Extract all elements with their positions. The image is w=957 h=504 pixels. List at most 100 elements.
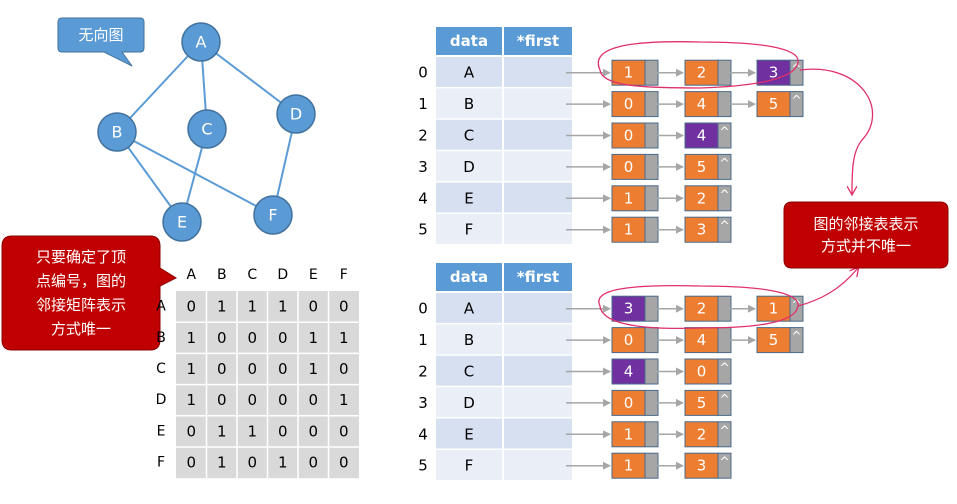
matrix-cell: 1 [247, 298, 257, 316]
arc-node-vertex [756, 295, 791, 322]
arc-node-value: 1 [624, 457, 634, 475]
graph-node-circle [181, 22, 221, 62]
arc-node-value: 1 [624, 64, 634, 82]
graph-node-circle [97, 112, 137, 152]
matrix-cell: 0 [339, 298, 349, 316]
arc-node-vertex [684, 91, 719, 118]
matrix-cell: 0 [186, 298, 196, 316]
annotation-arrow-top [799, 68, 874, 194]
vertex-data-label: F [465, 457, 474, 475]
vertex-first-cell [504, 387, 572, 418]
vertex-data-cell [436, 418, 502, 449]
arc-node-vertex [684, 122, 719, 149]
vertex-data-cell [436, 214, 502, 244]
graph-node-label: E [177, 213, 187, 232]
vertex-index: 2 [418, 127, 428, 145]
arc-node-vertex [611, 327, 646, 354]
matrix-cell: 1 [308, 329, 318, 347]
list-note-line-1: 图的邻接表表示 [813, 215, 918, 233]
arc-node-next [717, 153, 732, 180]
arc-node-vertex [611, 91, 646, 118]
matrix-cell: 0 [339, 454, 349, 472]
matrix-row-label: E [157, 423, 166, 439]
matrix-cell: 0 [308, 298, 318, 316]
arc-node-value: 0 [697, 363, 707, 381]
matrix-note-line-3: 邻接矩阵表示 [36, 296, 126, 314]
vertex-data-label: B [464, 331, 474, 349]
matrix-cell: 0 [247, 391, 257, 409]
matrix-note-line-2: 点编号，图的 [36, 272, 126, 290]
arc-node-value: 3 [624, 300, 634, 318]
matrix-cell: 0 [308, 422, 318, 440]
graph-node-label: F [268, 206, 277, 225]
arc-node-value: 2 [697, 189, 707, 207]
vertex-data-cell [436, 293, 502, 323]
matrix-row-label: A [156, 299, 166, 315]
matrix-cell: 1 [247, 422, 257, 440]
matrix-cell: 1 [308, 360, 318, 378]
vertex-data-cell [436, 324, 502, 355]
matrix-cell: 1 [217, 298, 227, 316]
vertex-data-label: A [464, 64, 475, 82]
graph-node-circle [162, 202, 202, 242]
vertex-data-cell [436, 119, 502, 150]
header-data-label: data [450, 268, 488, 286]
null-marker: ^ [719, 125, 729, 139]
matrix-cell: 0 [308, 391, 318, 409]
vertex-data-cell [436, 450, 502, 480]
matrix-cell: 1 [217, 454, 227, 472]
list-note-line-2: 方式并不唯一 [821, 237, 911, 255]
arc-node-value: 3 [697, 457, 707, 475]
vertex-first-cell [504, 182, 572, 213]
header-first-cell [504, 263, 572, 291]
arc-node-vertex [684, 153, 719, 180]
matrix-cell: 1 [217, 422, 227, 440]
vertex-index: 5 [418, 457, 428, 475]
arc-node-vertex [611, 358, 646, 385]
arc-node-vertex [684, 452, 719, 479]
arc-node-vertex [611, 452, 646, 479]
vertex-index: 3 [418, 158, 428, 176]
arc-node-value: 5 [697, 394, 707, 412]
matrix-cell: 1 [278, 298, 288, 316]
matrix-cell: 1 [339, 329, 349, 347]
arc-node-value: 4 [697, 95, 707, 113]
arc-node-next [717, 185, 732, 212]
vertex-first-cell [504, 450, 572, 480]
arc-node-value: 0 [624, 331, 634, 349]
graph-node-E: E [162, 202, 202, 242]
vertex-first-cell [504, 293, 572, 323]
matrix-cell: 0 [278, 422, 288, 440]
matrix-cell: 0 [217, 329, 227, 347]
null-marker: ^ [719, 455, 729, 469]
matrix-row-label: B [156, 330, 166, 346]
arc-node-vertex [611, 153, 646, 180]
header-first-label: *first [517, 268, 559, 286]
arc-node-vertex [756, 327, 791, 354]
edge-A-D [200, 41, 297, 115]
vertex-index: 4 [418, 189, 428, 207]
vertex-first-cell [504, 418, 572, 449]
arc-node-value: 4 [697, 127, 707, 145]
matrix-cell: 1 [186, 391, 196, 409]
arc-node-vertex [684, 295, 719, 322]
matrix-cell: 0 [186, 422, 196, 440]
arc-node-value: 2 [697, 300, 707, 318]
matrix-cell: 0 [247, 329, 257, 347]
null-marker: ^ [719, 423, 729, 437]
arc-node-vertex [684, 216, 719, 243]
header-first-cell [504, 27, 572, 55]
vertex-data-cell [436, 182, 502, 213]
graph-node-A: A [181, 22, 221, 62]
matrix-cell: 0 [217, 360, 227, 378]
vertex-index: 1 [418, 331, 428, 349]
header-data-label: data [450, 32, 488, 50]
list-note-callout: 图的邻接表表示 方式并不唯一 [783, 201, 949, 269]
vertex-data-label: D [463, 394, 475, 412]
vertex-index: 4 [418, 425, 428, 443]
arc-node-value: 3 [769, 64, 779, 82]
matrix-col-label: A [186, 267, 196, 283]
arc-node-vertex [756, 91, 791, 118]
